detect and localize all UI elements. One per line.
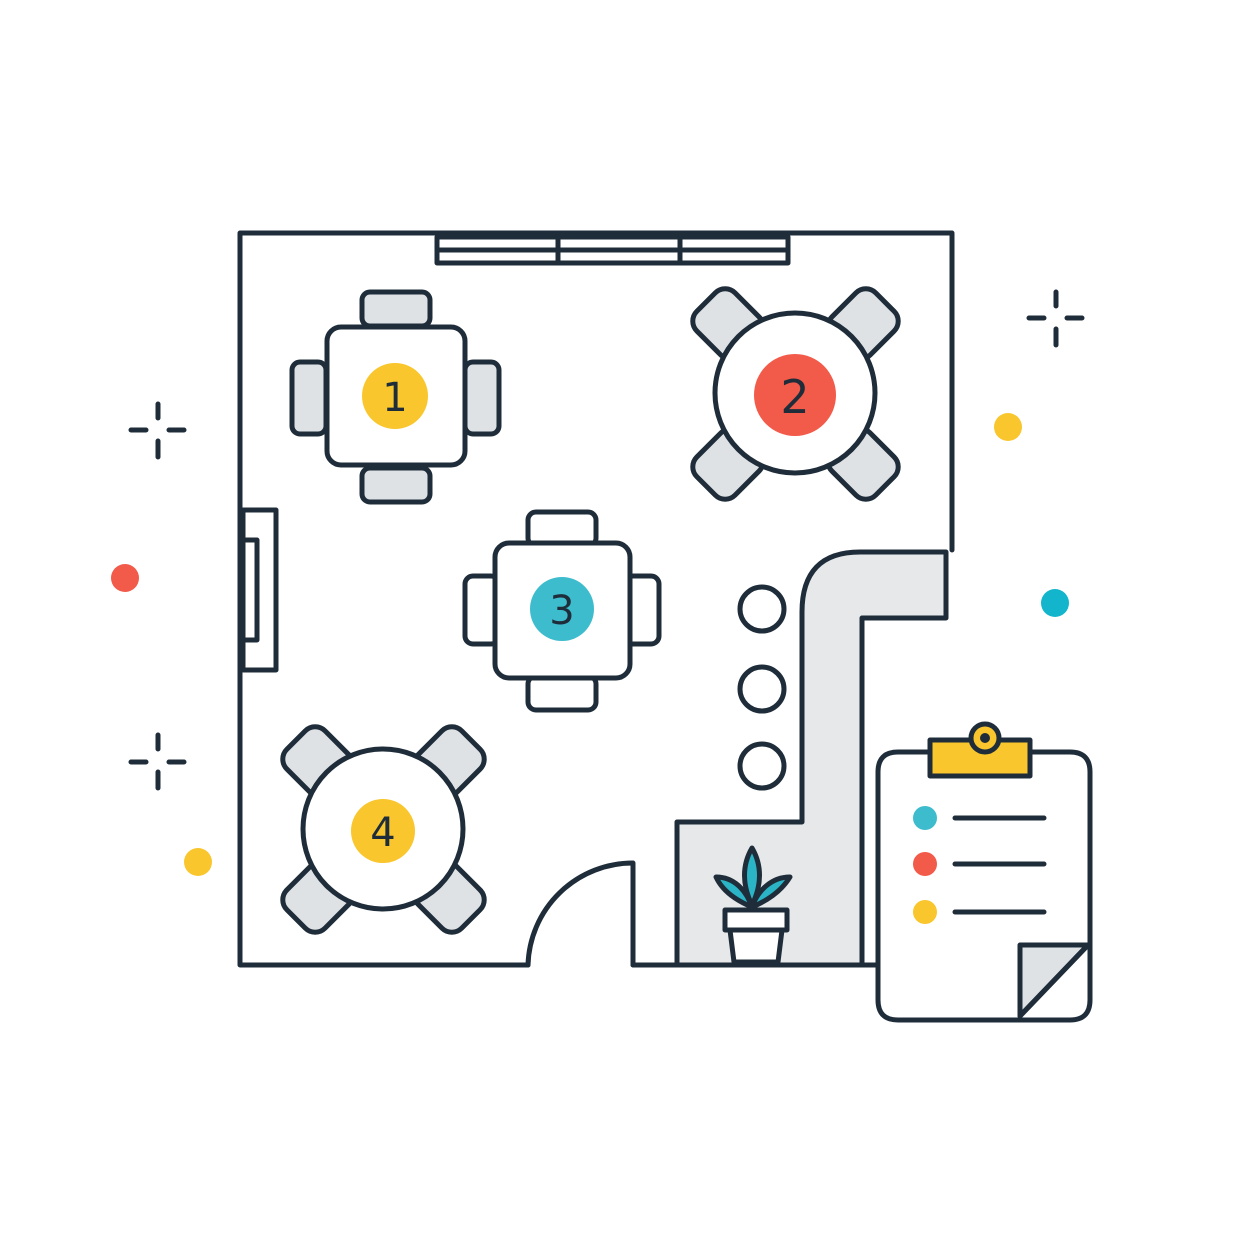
- table-number: 4: [370, 810, 395, 856]
- table-1[interactable]: 1: [289, 289, 502, 505]
- table-badge: [754, 354, 836, 436]
- bar-stool[interactable]: [737, 664, 787, 714]
- chair: [359, 289, 433, 329]
- table-2[interactable]: 2: [687, 283, 904, 505]
- table-number: 1: [382, 375, 407, 421]
- table-4[interactable]: 4: [277, 721, 490, 938]
- chair: [359, 465, 433, 505]
- table-badge: [362, 363, 428, 429]
- chair: [289, 359, 329, 437]
- decorative-dot: [994, 413, 1022, 441]
- chair: [462, 359, 502, 437]
- table-badge: [351, 799, 415, 863]
- decorative-dot: [184, 848, 212, 876]
- table-number: 3: [549, 588, 574, 634]
- plant-icon: [713, 845, 793, 965]
- bar-stool[interactable]: [737, 741, 787, 791]
- window-icon: [434, 234, 791, 266]
- door-icon: [525, 860, 636, 968]
- decorative-dot: [111, 564, 139, 592]
- bar-stool[interactable]: [737, 584, 787, 634]
- checklist-bullet: [913, 900, 937, 924]
- sparkle-icon: [128, 289, 1085, 791]
- bar-stools: [737, 584, 787, 791]
- table-number: 2: [780, 370, 809, 424]
- table-3[interactable]: 3: [462, 509, 662, 713]
- decorative-dot: [1041, 589, 1069, 617]
- side-window: [240, 507, 279, 673]
- table-badge: [530, 577, 594, 641]
- checklist-bullet: [913, 806, 937, 830]
- checklist-bullet: [913, 852, 937, 876]
- clipboard-icon: [875, 721, 1093, 1023]
- room-walls: [237, 230, 955, 968]
- chair: [525, 673, 599, 713]
